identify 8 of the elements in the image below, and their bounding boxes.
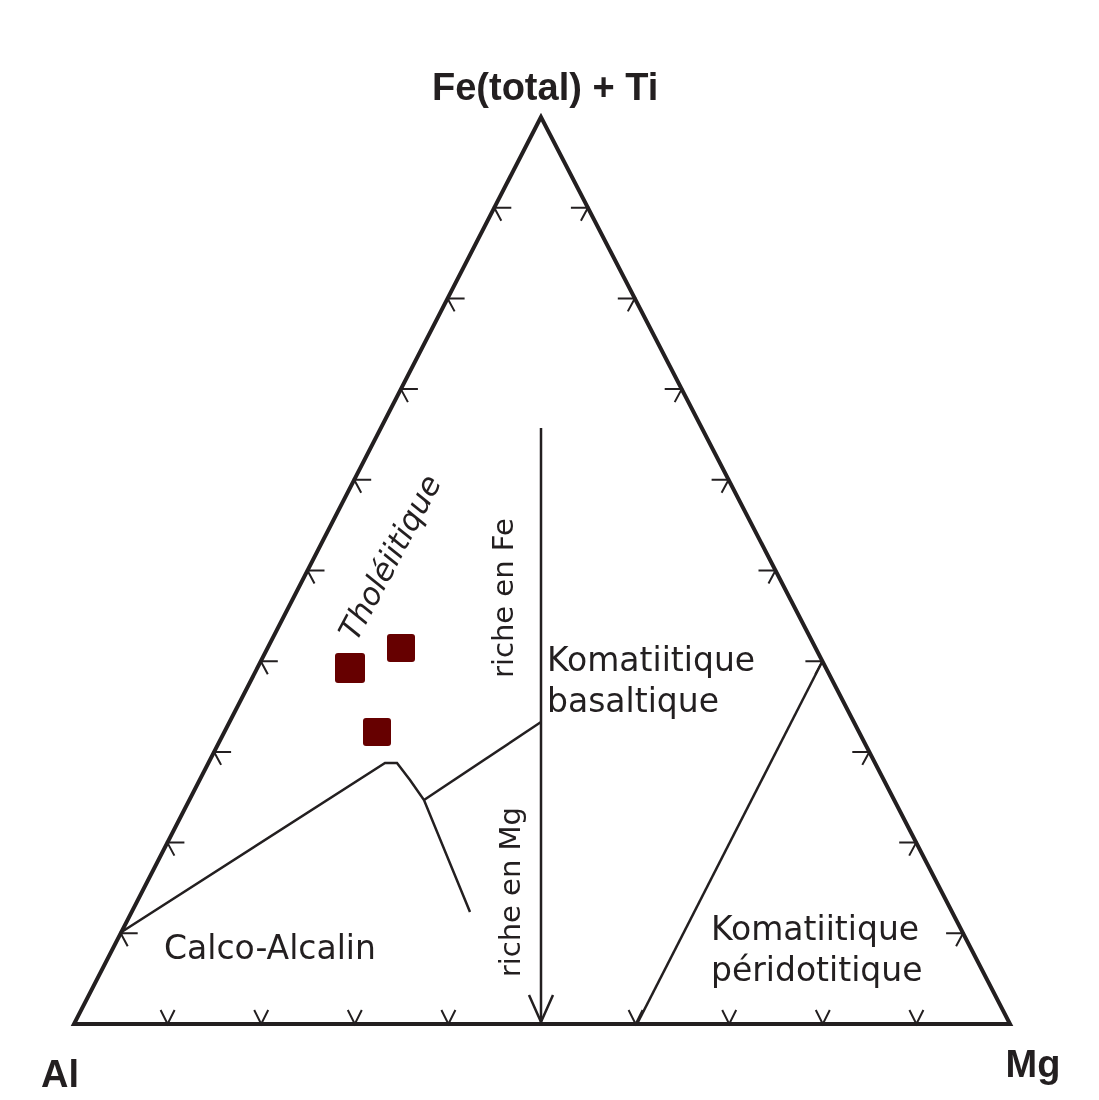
- field-label: Komatiitique péridotitique: [711, 907, 924, 990]
- apex-label: Al: [41, 1052, 79, 1097]
- trend-label: riche en Fe: [484, 518, 521, 678]
- field-label: Calco-Alcalin: [164, 926, 376, 968]
- field-label: Komatiitique basaltique: [547, 638, 757, 721]
- apex-label: Mg: [1005, 1042, 1061, 1087]
- trend-label: riche en Mg: [492, 807, 528, 978]
- apex-label: Fe(total) + Ti: [432, 65, 659, 110]
